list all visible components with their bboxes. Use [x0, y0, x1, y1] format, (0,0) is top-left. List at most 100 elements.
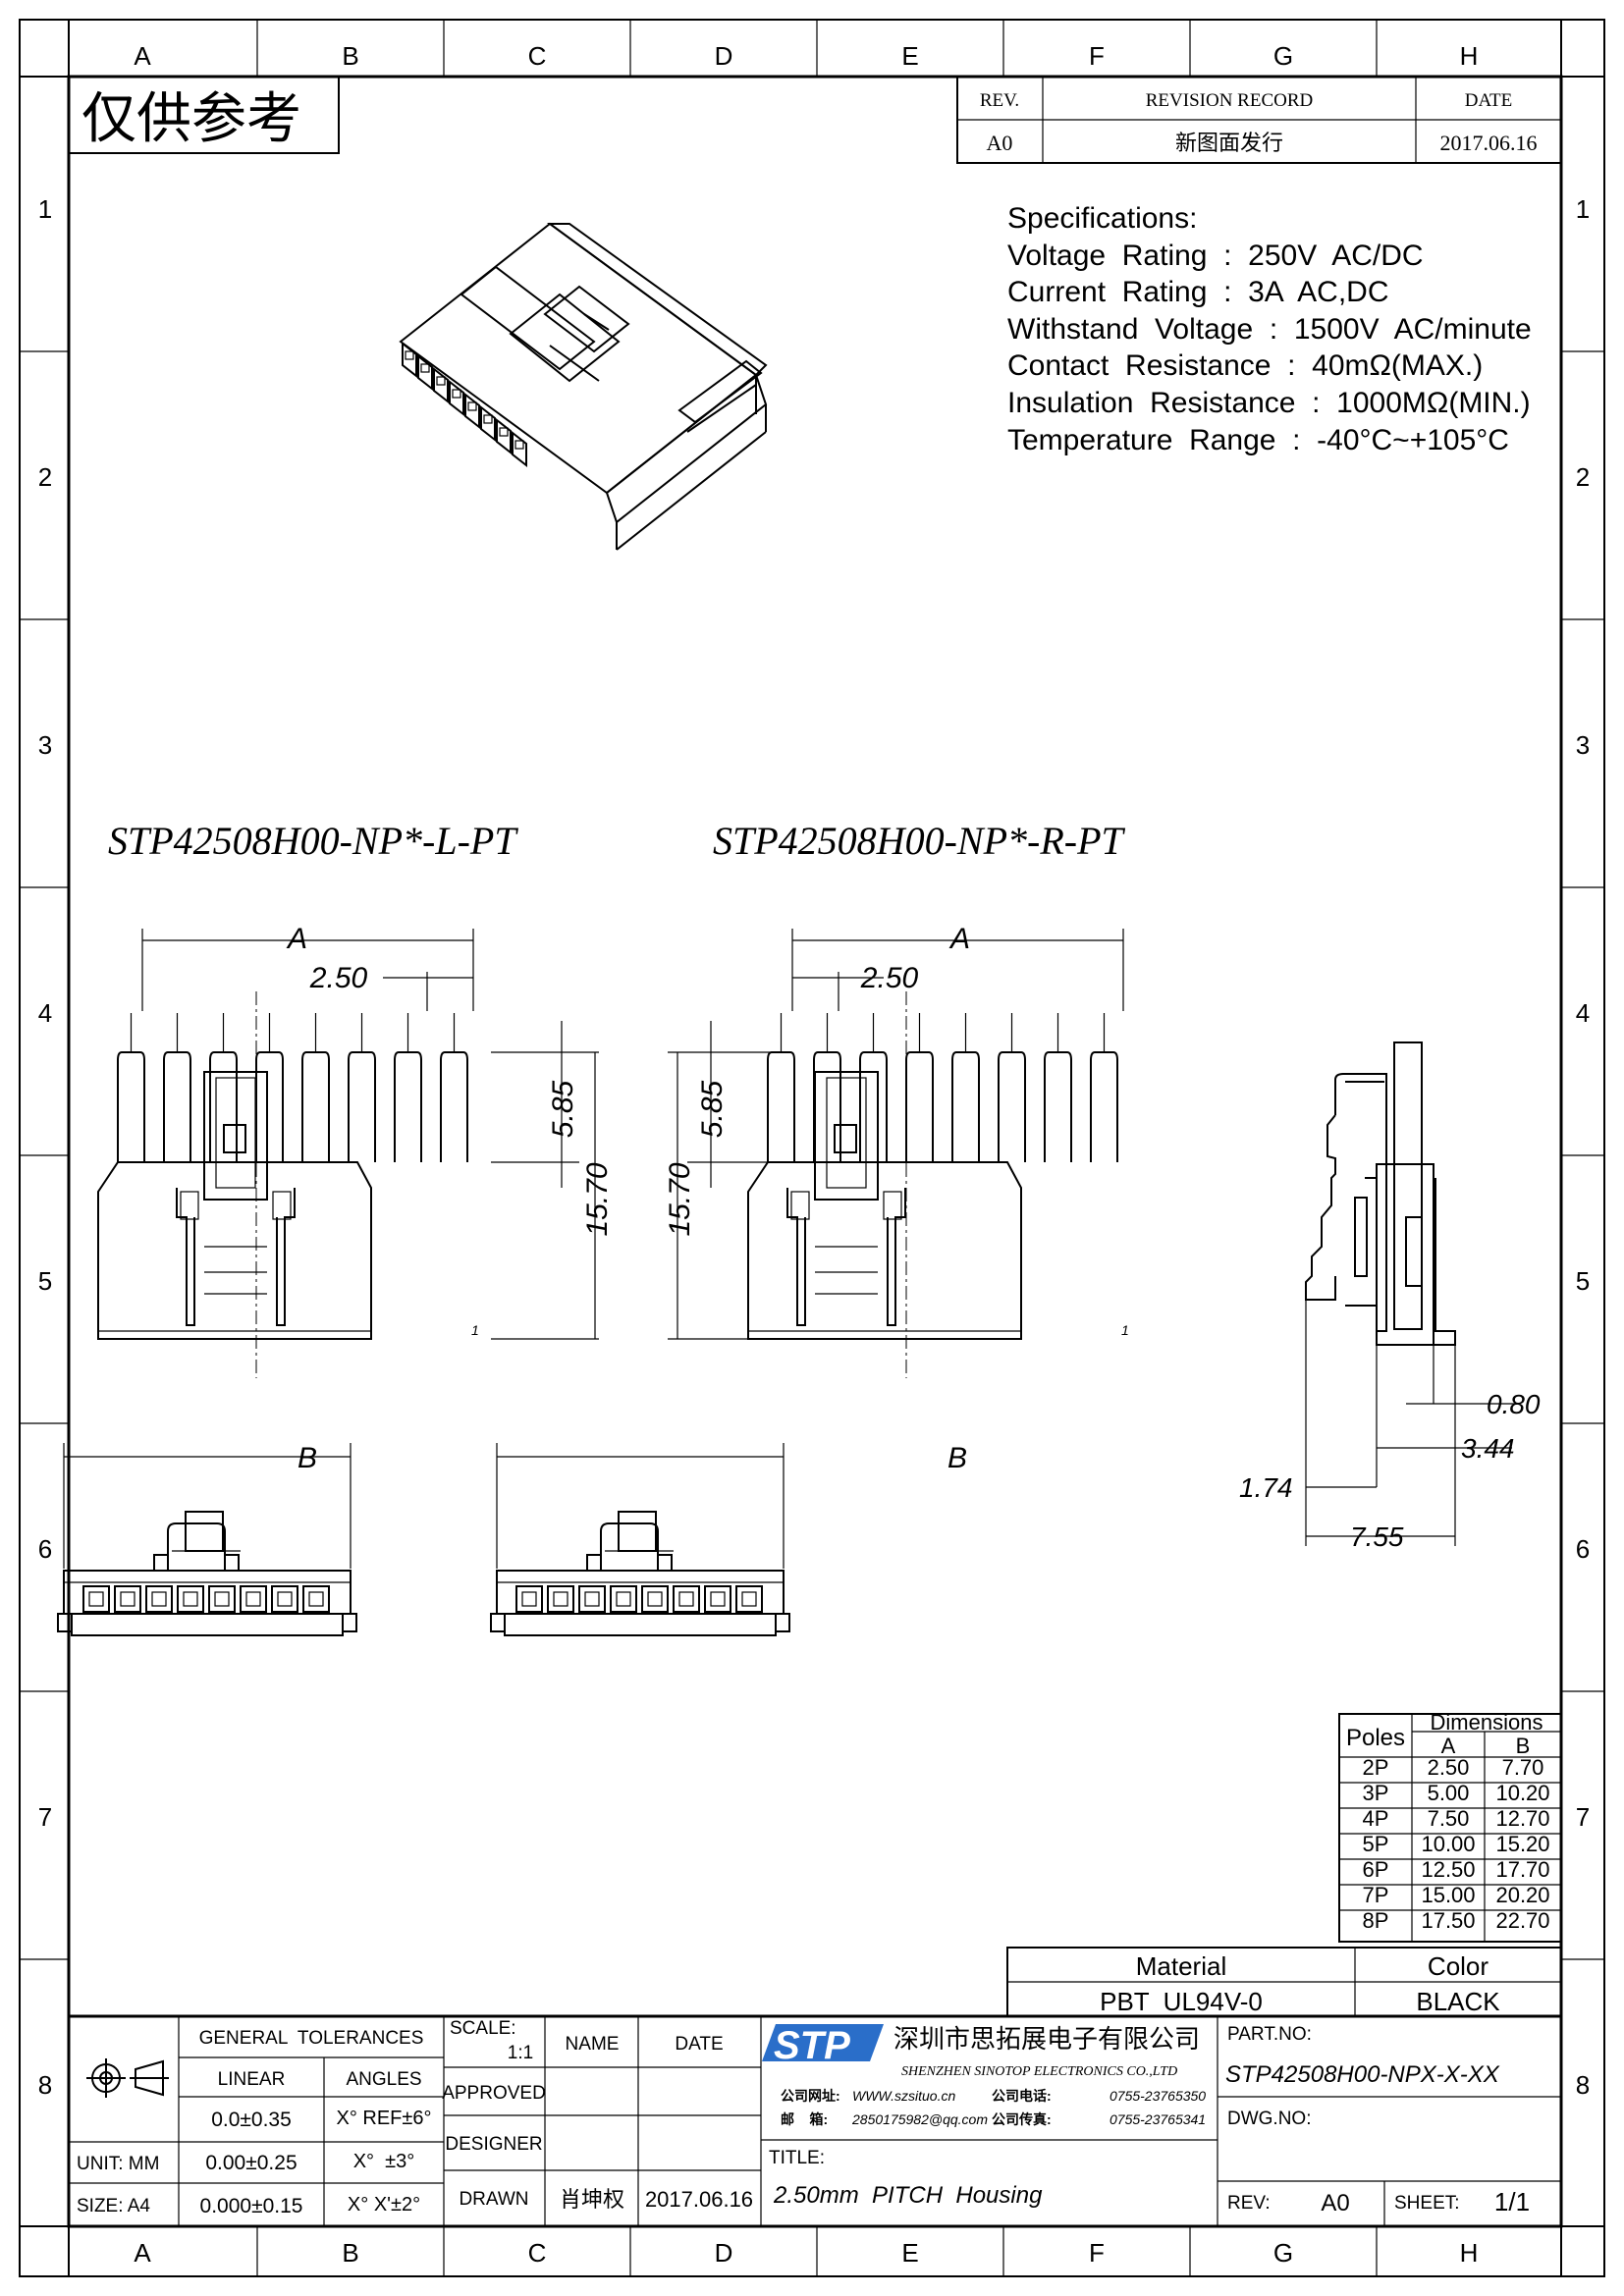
- dimension-table: Poles Dimensions A B 2P 2.50 7.70 3P 5.0…: [1338, 1710, 1562, 1943]
- zone-col-h-top: H: [1460, 41, 1479, 71]
- iso-cavities: [402, 341, 527, 468]
- cavity-contact: [521, 1591, 537, 1607]
- cavity: [145, 1585, 173, 1613]
- pin: [859, 1051, 888, 1162]
- table-row-5p-b: 15.20: [1495, 1832, 1549, 1856]
- size-label: SIZE: A4: [77, 2196, 150, 2216]
- mail-value: 2850175982@qq.com: [851, 2111, 988, 2127]
- dim-col-a-header: A: [1441, 1734, 1456, 1758]
- zone-row-2-left: 2: [38, 462, 52, 492]
- cavity-contact: [183, 1591, 198, 1607]
- cavity: [547, 1585, 574, 1613]
- revision-record-header: REVISION RECORD: [1146, 90, 1313, 111]
- color-header: Color: [1428, 1951, 1489, 1981]
- latch-step: [658, 1554, 673, 1571]
- zone-row-6-left: 6: [38, 1534, 52, 1564]
- scale-label: SCALE:: [450, 2018, 516, 2039]
- title-block: GENERAL TOLERANCES LINEAR ANGLES 0.0±0.3…: [67, 2014, 1563, 2228]
- table-row-3p-b: 10.20: [1495, 1781, 1549, 1805]
- cavity-contact: [710, 1591, 726, 1607]
- zone-col-c-bottom: C: [528, 2238, 547, 2268]
- housing-body: [97, 1161, 372, 1340]
- housing-body: [747, 1161, 1022, 1340]
- pin: [951, 1051, 980, 1162]
- side-dim-080: 0.80: [1487, 1389, 1541, 1419]
- revision-record-value: 新图面发行: [1175, 131, 1283, 155]
- iso-contact: [467, 401, 477, 411]
- cavity: [302, 1585, 330, 1613]
- table-row-3p-poles: 3P: [1363, 1781, 1389, 1805]
- pin: [348, 1051, 376, 1162]
- zone-col-b-top: B: [342, 41, 358, 71]
- zone-row-7-left: 7: [38, 1802, 52, 1832]
- housing-skirt: [504, 1613, 777, 1636]
- left-dim-total-height: 15.70: [581, 1162, 614, 1236]
- latch-inner: [826, 1077, 867, 1189]
- pin: [998, 1051, 1026, 1162]
- table-row-7p-b: 20.20: [1495, 1883, 1549, 1907]
- specifications: Specifications: Voltage Rating : 250V AC…: [1007, 202, 1532, 456]
- cavity: [240, 1585, 267, 1613]
- table-row-5p-poles: 5P: [1363, 1832, 1389, 1856]
- part-no-value: STP42508H00-NPX-X-XX: [1225, 2061, 1500, 2088]
- latch-frame: [814, 1071, 879, 1201]
- housing-bottom: [63, 1570, 352, 1615]
- iso-cavity: [449, 379, 464, 417]
- zone-col-f-bottom: F: [1089, 2238, 1105, 2268]
- zone-row-1-left: 1: [38, 194, 52, 224]
- cavity-contact: [214, 1591, 230, 1607]
- designer-label: DESIGNER: [445, 2134, 542, 2155]
- date-header: DATE: [675, 2034, 723, 2055]
- zone-row-4-right: 4: [1576, 998, 1590, 1028]
- cavity-contact: [277, 1591, 293, 1607]
- latch-inner: [215, 1077, 256, 1189]
- side-dim-344: 3.44: [1461, 1433, 1515, 1464]
- zone-col-h-bottom: H: [1460, 2238, 1479, 2268]
- logo-text: STP: [774, 2024, 850, 2067]
- pin: [255, 1051, 284, 1162]
- pin: [905, 1051, 934, 1162]
- pin: [117, 1051, 145, 1162]
- zone-col-e-top: E: [901, 41, 918, 71]
- front-view-right: [668, 929, 1124, 1378]
- fax-value: 0755-23765341: [1110, 2111, 1206, 2127]
- cavity: [208, 1585, 236, 1613]
- sheet-label: SHEET:: [1394, 2193, 1460, 2214]
- side-view: 0.80 3.44 1.74 7.55: [1239, 1041, 1541, 1552]
- table-row-6p-a: 12.50: [1421, 1857, 1475, 1882]
- web-value: WWW.szsituo.cn: [852, 2088, 955, 2104]
- zone-col-f-top: F: [1089, 41, 1105, 71]
- title-label: TITLE:: [769, 2148, 825, 2168]
- revision-date-value: 2017.06.16: [1440, 131, 1538, 155]
- table-row-6p-b: 17.70: [1495, 1857, 1549, 1882]
- rev-header: REV.: [980, 90, 1019, 111]
- latch-step: [225, 1554, 240, 1571]
- pin: [1044, 1051, 1072, 1162]
- zone-row-3-left: 3: [38, 730, 52, 760]
- spec-withstand: Withstand Voltage : 1500V AC/minute: [1007, 313, 1532, 346]
- scale-value: 1:1: [508, 2043, 533, 2063]
- iso-contact: [405, 350, 414, 360]
- mail-label: 邮 箱:: [781, 2111, 828, 2127]
- pin: [767, 1051, 795, 1162]
- left-pin1-mark: 1: [471, 1322, 479, 1338]
- view-title-right: STP42508H00-NP*-R-PT: [713, 819, 1126, 863]
- cavity: [578, 1585, 606, 1613]
- revision-table: REV. REVISION RECORD DATE A0 新图面发行 2017.…: [956, 76, 1562, 164]
- latch-hook: [790, 1191, 810, 1220]
- table-row-5p-a: 10.00: [1421, 1832, 1475, 1856]
- cavity-contact: [245, 1591, 261, 1607]
- front-view-left: [97, 929, 599, 1378]
- isometric-view: [399, 222, 768, 551]
- cavity-contact: [678, 1591, 694, 1607]
- latch-arm: [887, 1188, 906, 1326]
- side-dim-174: 1.74: [1239, 1472, 1293, 1503]
- zone-col-g-top: G: [1273, 41, 1293, 71]
- sheet-value: 1/1: [1494, 2187, 1530, 2216]
- latch-window: [834, 1124, 857, 1153]
- cavity-contact: [308, 1591, 324, 1607]
- cavity: [271, 1585, 298, 1613]
- table-row-4p-b: 12.70: [1495, 1806, 1549, 1831]
- table-row-8p-poles: 8P: [1363, 1908, 1389, 1933]
